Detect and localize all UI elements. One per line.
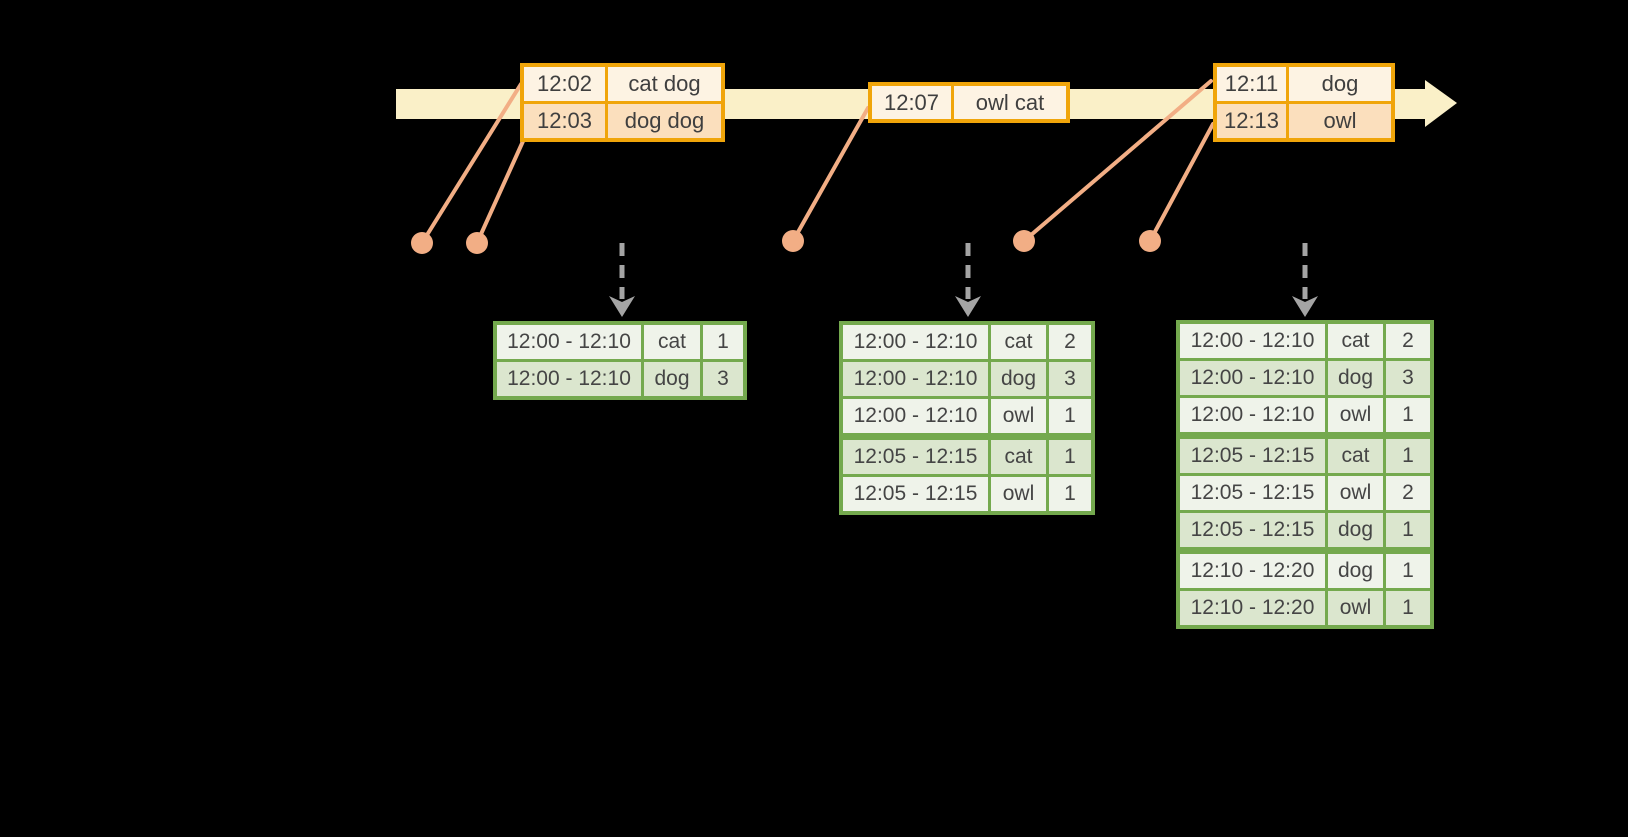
arrowhead-icon	[1292, 296, 1318, 317]
count-cell: 2	[1386, 324, 1430, 361]
window-cell: 12:00 - 12:10	[843, 399, 991, 436]
time-cell: 12:03	[524, 104, 608, 138]
count-cell: 1	[1386, 550, 1430, 591]
words-cell: dog	[1289, 67, 1391, 104]
window-cell: 12:00 - 12:10	[843, 325, 991, 362]
window-cell: 12:00 - 12:10	[1180, 361, 1328, 398]
count-cell: 1	[1049, 436, 1091, 477]
time-cell: 12:07	[872, 86, 954, 119]
word-cell: owl	[991, 399, 1049, 436]
word-cell: cat	[1328, 435, 1386, 476]
window-cell: 12:05 - 12:15	[1180, 513, 1328, 550]
arrowhead-icon	[955, 296, 981, 317]
word-cell: owl	[1328, 591, 1386, 625]
window-cell: 12:00 - 12:10	[843, 362, 991, 399]
event-dot-icon	[1013, 230, 1035, 252]
window-cell: 12:05 - 12:15	[843, 477, 991, 511]
count-cell: 1	[1049, 399, 1091, 436]
word-cell: owl	[991, 477, 1049, 511]
words-cell: dog dog	[608, 104, 721, 138]
word-cell: dog	[644, 362, 703, 396]
window-cell: 12:05 - 12:15	[1180, 435, 1328, 476]
count-cell: 2	[1386, 476, 1430, 513]
window-cell: 12:00 - 12:10	[497, 325, 644, 362]
count-cell: 1	[1386, 513, 1430, 550]
words-cell: owl cat	[954, 86, 1066, 119]
event-dot-icon	[466, 232, 488, 254]
word-cell: cat	[991, 436, 1049, 477]
word-cell: cat	[644, 325, 703, 362]
count-cell: 3	[1049, 362, 1091, 399]
count-cell: 1	[1386, 591, 1430, 625]
window-cell: 12:00 - 12:10	[1180, 324, 1328, 361]
count-cell: 3	[1386, 361, 1430, 398]
window-cell: 12:10 - 12:20	[1180, 591, 1328, 625]
timeline-arrow-icon	[1425, 80, 1457, 127]
event-dots	[411, 230, 1161, 254]
word-cell: owl	[1328, 398, 1386, 435]
window-cell: 12:00 - 12:10	[1180, 398, 1328, 435]
connector-line	[791, 106, 870, 243]
connector-line	[1148, 122, 1215, 243]
count-cell: 2	[1049, 325, 1091, 362]
word-cell: owl	[1328, 476, 1386, 513]
words-cell: owl	[1289, 104, 1391, 138]
word-cell: dog	[991, 362, 1049, 399]
words-cell: cat dog	[608, 67, 721, 104]
arrowhead-icon	[609, 296, 635, 317]
count-cell: 3	[703, 362, 743, 396]
time-cell: 12:13	[1217, 104, 1289, 138]
connector-line	[420, 82, 523, 245]
event-dot-icon	[782, 230, 804, 252]
word-cell: dog	[1328, 513, 1386, 550]
window-cell: 12:05 - 12:15	[843, 436, 991, 477]
word-cell: dog	[1328, 361, 1386, 398]
window-cell: 12:05 - 12:15	[1180, 476, 1328, 513]
count-cell: 1	[1386, 435, 1430, 476]
time-cell: 12:02	[524, 67, 608, 104]
trigger-arrows	[609, 243, 1318, 317]
event-dot-icon	[1139, 230, 1161, 252]
window-cell: 12:00 - 12:10	[497, 362, 644, 396]
window-cell: 12:10 - 12:20	[1180, 550, 1328, 591]
count-cell: 1	[1386, 398, 1430, 435]
time-cell: 12:11	[1217, 67, 1289, 104]
count-cell: 1	[1049, 477, 1091, 511]
word-cell: dog	[1328, 550, 1386, 591]
word-cell: cat	[1328, 324, 1386, 361]
count-cell: 1	[703, 325, 743, 362]
word-cell: cat	[991, 325, 1049, 362]
connector-line	[475, 137, 526, 245]
event-dot-icon	[411, 232, 433, 254]
